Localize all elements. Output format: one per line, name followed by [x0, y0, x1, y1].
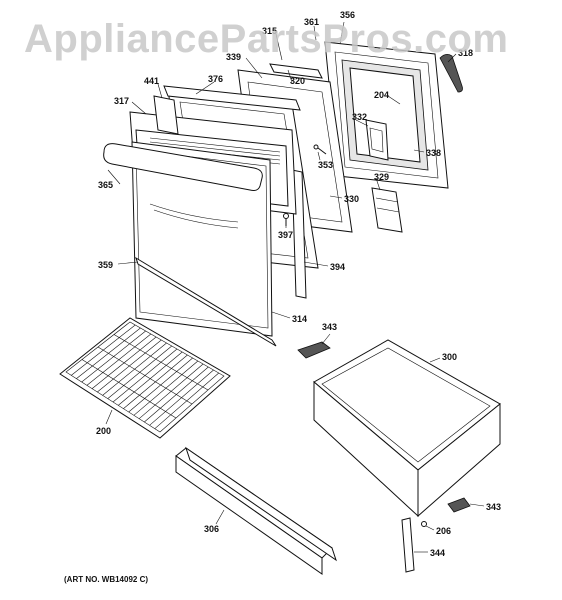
screw-part-206: [421, 521, 427, 527]
callout-353: 353: [318, 160, 333, 170]
callout-306: 306: [204, 524, 219, 534]
storage-drawer-part: [313, 339, 501, 518]
hinge-bracket-part: [365, 119, 389, 161]
rack-crossbar: [81, 359, 177, 419]
clip-part-lower: [447, 497, 471, 513]
callout-356: 356: [340, 10, 355, 20]
rack-crossbar: [113, 334, 209, 391]
outer-door-frame-part: [324, 41, 449, 189]
callout-labels: 361 356 315 339 318 441 376 320 317 204 …: [96, 10, 501, 558]
drawer-slide-part: [401, 517, 415, 573]
callout-329: 329: [374, 172, 389, 182]
clip-part-upper: [297, 341, 331, 359]
callout-206: 206: [436, 526, 451, 536]
bracket-part: [153, 95, 179, 135]
callout-343-lower: 343: [486, 502, 501, 512]
door-handle-part: [103, 143, 263, 191]
callout-394: 394: [330, 262, 345, 272]
drawer-front-part: [175, 446, 337, 575]
callout-300: 300: [442, 352, 457, 362]
callout-200: 200: [96, 426, 111, 436]
callout-376: 376: [208, 74, 223, 84]
oven-rack-part: [59, 317, 231, 439]
door-front-part: [131, 141, 273, 337]
callout-344: 344: [430, 548, 445, 558]
rack-wires: [71, 324, 219, 429]
callout-339: 339: [226, 52, 241, 62]
leader-lines: [105, 21, 485, 553]
rack-crossbar: [97, 346, 193, 405]
callout-397: 397: [278, 230, 293, 240]
hinge-part: [371, 187, 403, 233]
callout-365: 365: [98, 180, 113, 190]
watermark-text: AppliancePartsPros.com: [24, 17, 509, 61]
callout-343-upper: 343: [322, 322, 337, 332]
callout-318: 318: [458, 48, 473, 58]
screw-part-353: [313, 144, 327, 155]
door-gasket-part: [439, 54, 463, 93]
callout-441: 441: [144, 76, 159, 86]
callout-320: 320: [290, 76, 305, 86]
callout-315: 315: [262, 26, 277, 36]
callout-204: 204: [374, 90, 389, 100]
callout-338: 338: [426, 148, 441, 158]
callout-314: 314: [292, 314, 307, 324]
callout-317: 317: [114, 96, 129, 106]
art-number: (ART NO. WB14092 C): [64, 575, 148, 584]
callout-361: 361: [304, 17, 319, 27]
callout-359: 359: [98, 260, 113, 270]
callout-332: 332: [352, 112, 367, 122]
callout-330: 330: [344, 194, 359, 204]
